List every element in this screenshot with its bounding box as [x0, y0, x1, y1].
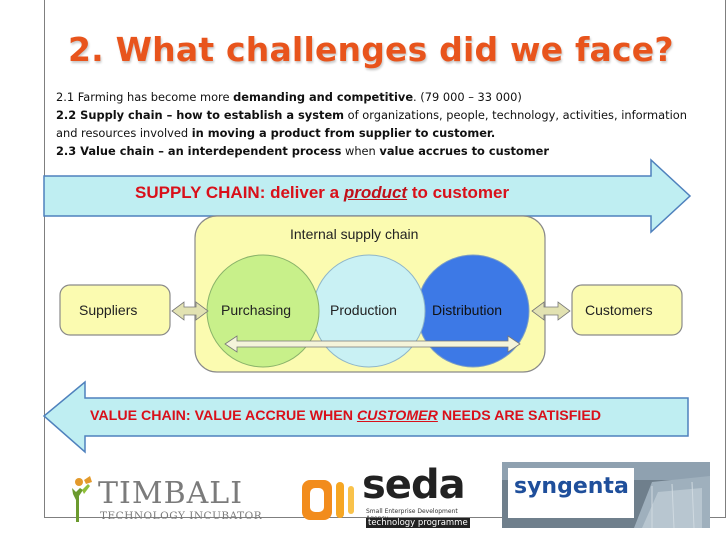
seda-mark-icon	[300, 474, 362, 530]
seda-logo: seda Small Enterprise Development Agency…	[300, 468, 480, 532]
timbali-subtitle: TECHNOLOGY INCUBATOR	[100, 510, 262, 522]
value-chain-label-pre: VALUE CHAIN: VALUE ACCRUE WHEN	[90, 408, 357, 424]
customers-label: Customers	[585, 302, 653, 318]
syngenta-wordmark-box: syngenta	[508, 468, 634, 518]
distribution-label: Distribution	[432, 302, 502, 318]
timbali-name: TIMBALI	[98, 476, 243, 511]
value-chain-label: VALUE CHAIN: VALUE ACCRUE WHEN CUSTOMER …	[90, 408, 601, 424]
value-chain-label-em: CUSTOMER	[357, 408, 438, 424]
seda-wordmark: seda	[362, 462, 465, 508]
suppliers-label: Suppliers	[79, 302, 137, 318]
seda-programme: technology programme	[366, 518, 470, 528]
internal-supply-chain-label: Internal supply chain	[290, 226, 418, 242]
timbali-logo: TIMBALI TECHNOLOGY INCUBATOR	[70, 472, 270, 530]
supply-chain-label-post: to customer	[407, 183, 509, 202]
syngenta-wordmark: syngenta	[514, 474, 629, 499]
syngenta-logo: syngenta	[502, 462, 710, 528]
supply-chain-label-em: product	[344, 183, 407, 202]
supply-chain-label-pre: SUPPLY CHAIN: deliver a	[135, 183, 344, 202]
purchasing-label: Purchasing	[221, 302, 291, 318]
supply-chain-label: SUPPLY CHAIN: deliver a product to custo…	[135, 183, 509, 203]
value-chain-label-post: NEEDS ARE SATISFIED	[438, 408, 601, 424]
timbali-figure-icon	[70, 476, 96, 526]
production-label: Production	[330, 302, 397, 318]
